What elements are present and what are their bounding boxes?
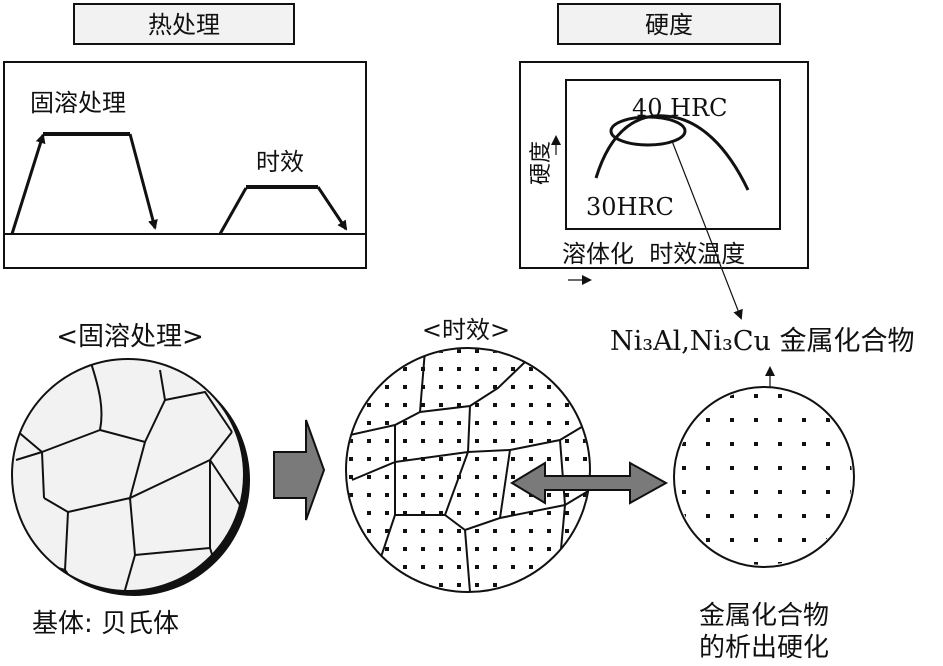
solution-treatment-label: 固溶处理 <box>30 89 126 117</box>
heat-treatment-panel: 热处理 固溶处理 时效 <box>3 3 367 269</box>
hardness-plot-frame <box>565 79 781 230</box>
matrix-label: 基体: 贝氏体 <box>32 609 179 639</box>
precipitate-formula: Ni₃Al,Ni₃Cu 金属化合物 <box>610 326 915 357</box>
peak-hardness-label: 40 HRC <box>632 94 728 122</box>
peak-hardness-ellipse <box>609 115 687 147</box>
heat-treatment-title: 热处理 <box>148 11 220 39</box>
solution-ramp-up <box>10 133 46 235</box>
hardness-panel: 硬度 硬度 溶体化 时效温度 40 HRC 30HRC <box>519 3 809 320</box>
hardness-x-axis-label: 溶体化 时效温度 <box>562 240 745 268</box>
solution-microstructure: <固溶处理> <box>11 322 250 596</box>
solution-grain-circle <box>11 358 245 592</box>
aging-ramp-up <box>218 187 248 235</box>
aging-micro-label: <时效> <box>422 316 510 344</box>
solution-micro-label: <固溶处理> <box>56 322 204 352</box>
hardness-title: 硬度 <box>645 11 693 39</box>
hardness-curve <box>594 114 750 191</box>
hardening-label-line2: 的析出硬化 <box>699 633 829 663</box>
aged-precipitate-dots <box>347 349 589 591</box>
aged-grain-boundaries <box>349 349 590 592</box>
heat-treatment-title-box <box>73 3 295 45</box>
peak-to-precipitate-arrow <box>671 140 743 320</box>
process-arrow <box>273 419 326 521</box>
solution-cool-down <box>128 133 158 230</box>
precipitate-dots <box>676 389 852 565</box>
aging-label: 时效 <box>256 148 304 176</box>
hardness-title-box <box>557 3 781 45</box>
hardening-label-line1: 金属化合物 <box>699 601 829 631</box>
precipitate-detail <box>673 386 855 568</box>
double-arrow <box>510 461 669 505</box>
hardness-y-axis-label: 硬度 <box>529 141 554 185</box>
base-hardness-label: 30HRC <box>586 193 674 221</box>
aged-microstructure: <时效> <box>345 316 591 593</box>
aging-cool-down <box>316 186 348 231</box>
